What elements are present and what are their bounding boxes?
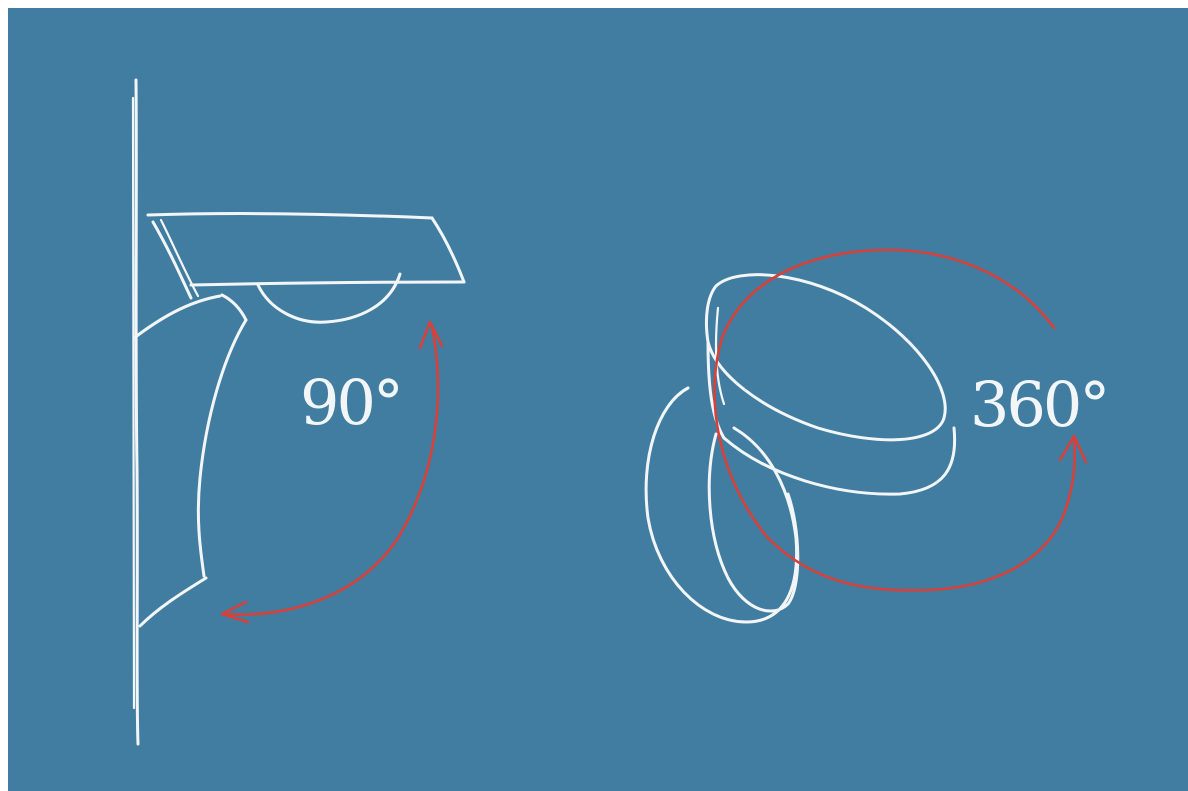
- wall-line-shadow: [133, 98, 134, 708]
- diagram-canvas: 90° 360°: [8, 8, 1188, 791]
- angle-label-360: 360°: [970, 368, 1107, 441]
- wall-line: [136, 80, 138, 744]
- rotation-diagram: 90° 360°: [8, 8, 1188, 791]
- angle-label-90: 90°: [300, 366, 401, 439]
